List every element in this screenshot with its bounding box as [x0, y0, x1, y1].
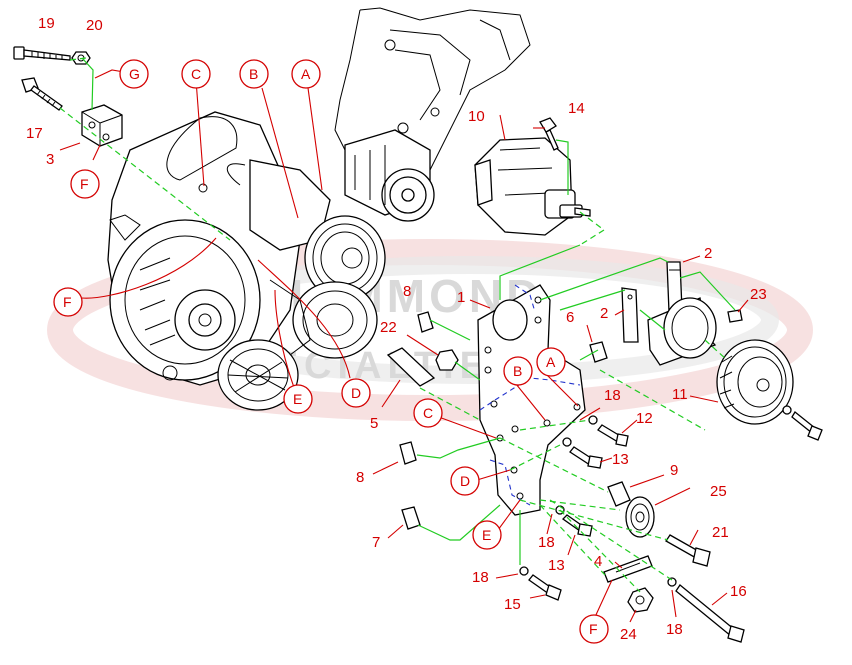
letter-circle-F-top	[70, 169, 100, 199]
spacer-6	[589, 341, 608, 363]
callout-25: 25	[710, 483, 727, 500]
pump-10	[474, 137, 591, 236]
callout-1: 1	[457, 289, 465, 306]
spacer-8-lower	[399, 441, 417, 465]
callout-23: 23	[750, 286, 767, 303]
letter-circle-C-br	[413, 398, 443, 428]
letter-circle-F-bot	[579, 614, 609, 644]
bolt-19	[13, 46, 71, 61]
letter-E-mid: E	[293, 391, 302, 407]
bolt-13-lower	[555, 505, 593, 537]
spacer-9	[607, 481, 631, 507]
tensioner-strap-4	[603, 555, 653, 583]
callout-11: 11	[672, 386, 688, 403]
letter-C-top: C	[191, 66, 201, 82]
idler-25	[625, 496, 655, 538]
letter-G: G	[129, 66, 140, 82]
callout-18-d: 18	[666, 621, 683, 638]
letter-circle-A-br	[536, 347, 566, 377]
letter-circle-E-br	[472, 520, 502, 550]
nut-22	[435, 349, 459, 371]
spacer-block-3	[81, 104, 123, 147]
letter-C-br: C	[423, 405, 433, 421]
letter-circle-F-mid	[53, 287, 83, 317]
callout-13-lower: 13	[548, 557, 565, 574]
callout-20: 20	[86, 17, 103, 34]
letter-D-mid: D	[351, 385, 361, 401]
callout-13-upper: 13	[612, 451, 629, 468]
bolt-17	[21, 77, 63, 111]
callout-3: 3	[46, 151, 54, 168]
letter-F-top: F	[80, 176, 89, 192]
callout-16: 16	[730, 583, 747, 600]
spacer-7	[401, 506, 421, 530]
nut-20	[71, 51, 91, 65]
callout-19: 19	[38, 15, 55, 32]
letter-F-mid: F	[63, 294, 72, 310]
letter-circle-E-mid	[283, 384, 313, 414]
callout-14: 14	[568, 100, 585, 117]
callout-9: 9	[670, 462, 678, 479]
letter-circle-G	[119, 59, 149, 89]
callout-2-upper: 2	[704, 245, 712, 262]
callout-24: 24	[620, 626, 637, 643]
letter-circle-B-br	[503, 356, 533, 386]
letter-circle-B-top	[239, 59, 269, 89]
letter-E-br: E	[482, 527, 491, 543]
mounting-bracket-1	[477, 284, 586, 516]
letter-A-br: A	[546, 354, 556, 370]
callout-5: 5	[370, 415, 378, 432]
letter-callouts: G C B A F F E D A B C D E F	[53, 59, 609, 644]
bolt-23	[727, 309, 743, 323]
callout-18-c: 18	[472, 569, 489, 586]
bolt-13-upper	[562, 437, 603, 469]
nut-24	[627, 587, 654, 613]
letter-A-top: A	[301, 66, 311, 82]
spacer-8-upper	[417, 311, 434, 333]
callout-18-b: 18	[538, 534, 555, 551]
washer-bolt-pulley	[782, 405, 823, 441]
callout-18-a: 18	[604, 387, 621, 404]
callout-8-lower: 8	[356, 469, 364, 486]
letter-circle-D-br	[450, 466, 480, 496]
bolt-12	[588, 415, 629, 447]
bracket-2-lower	[621, 287, 639, 343]
callout-22: 22	[380, 319, 397, 336]
callout-12: 12	[636, 410, 653, 427]
letter-D-br: D	[460, 473, 470, 489]
letter-B-br: B	[513, 363, 522, 379]
pulley-11	[716, 339, 794, 425]
callout-8-upper: 8	[403, 283, 411, 300]
bolt-15	[519, 566, 562, 601]
callout-17: 17	[26, 125, 43, 142]
callout-2-lower: 2	[600, 305, 608, 322]
callout-7: 7	[372, 534, 380, 551]
water-pump-pulleys	[227, 159, 386, 359]
callout-6: 6	[566, 309, 574, 326]
callout-15: 15	[504, 596, 521, 613]
callout-10: 10	[468, 108, 485, 125]
letter-circle-C-top	[181, 59, 211, 89]
idler-plate	[647, 297, 717, 366]
number-callouts: 19 20 17 3 10 14 2 2 23 8 1 6 22 5 11 18…	[26, 15, 767, 643]
letter-circle-D-mid	[341, 378, 371, 408]
letter-B-top: B	[249, 66, 258, 82]
crank-pulley-installed	[217, 339, 299, 411]
bolt-16	[667, 577, 745, 643]
callout-4: 4	[594, 553, 602, 570]
leader-lines	[59, 69, 749, 623]
ac-compressor-installed	[344, 129, 435, 222]
spacer-5	[386, 347, 436, 387]
bolt-21	[665, 534, 711, 567]
guide-lines	[59, 57, 736, 593]
letter-F-bot: F	[589, 621, 598, 637]
callout-21: 21	[712, 524, 729, 541]
engine-block-outline	[334, 7, 531, 191]
letter-circle-A-top	[291, 59, 321, 89]
